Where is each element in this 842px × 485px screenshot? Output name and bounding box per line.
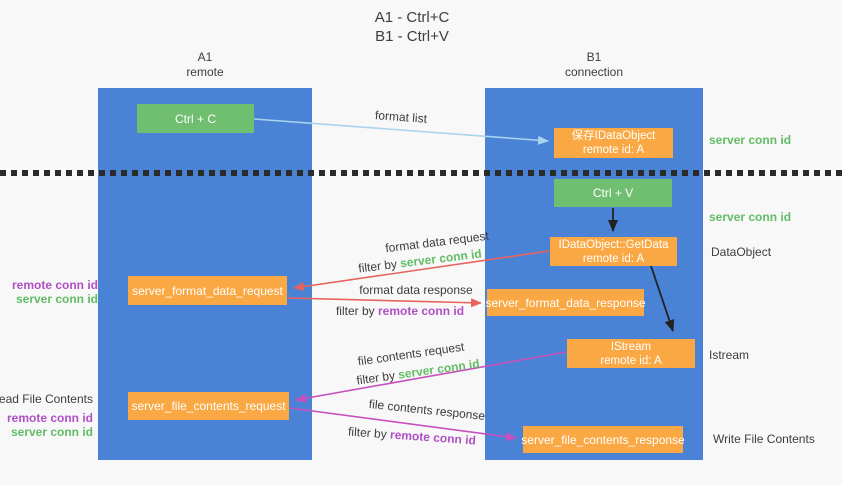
remote-conn-id-text: remote conn id (389, 427, 477, 448)
format-data-response-arrow (287, 297, 482, 308)
remote-conn-id-label: remote conn id (6, 411, 93, 425)
server-file-contents-request-label: server_file_contents_request (131, 399, 286, 413)
title-line-2: B1 - Ctrl+V (375, 28, 449, 45)
server-conn-id-label: server conn id (10, 425, 93, 439)
filter-by-text: filter by (355, 368, 396, 388)
server-file-contents-request-node: server_file_contents_request (128, 392, 289, 420)
istream-line2: remote id: A (600, 354, 662, 367)
server-file-contents-response-label: server_file_contents_response (521, 432, 685, 447)
remote-conn-id-label: remote conn id (11, 278, 98, 292)
server-format-data-request-label: server_format_data_request (132, 283, 283, 298)
filter-by-text: filter by (357, 256, 398, 276)
idataobject-getdata-line2: remote id: A (582, 252, 645, 265)
dataobject-label: DataObject (711, 245, 772, 259)
server-conn-id-label: server conn id (15, 292, 98, 306)
ctrl-c-node: Ctrl + C (137, 104, 254, 133)
save-idataobject-line1: 保存IDataObject (571, 130, 656, 142)
server-conn-id-top-label: server conn id (709, 133, 792, 147)
filter-by-text: filter by (335, 304, 375, 318)
ctrl-v-label: Ctrl + V (592, 186, 634, 200)
lane-a1-title: A1 (197, 50, 213, 64)
read-file-contents-block: Read File Contents remote conn id server… (0, 392, 93, 439)
save-idataobject-line2: remote id: A (582, 144, 645, 156)
write-file-contents-label: Write File Contents (713, 432, 815, 446)
title-line-1: A1 - Ctrl+C (374, 9, 450, 26)
istream-side-label: Istream (709, 348, 750, 362)
diagram-title: A1 - Ctrl+C B1 - Ctrl+V (302, 8, 522, 46)
lane-b1-title: B1 (586, 50, 602, 64)
ctrl-v-node: Ctrl + V (554, 179, 672, 207)
format-data-response-filter-label: filter by remote conn id (336, 304, 464, 318)
format-data-response-label: format data response (359, 283, 473, 297)
server-format-data-response-label: server_format_data_response (485, 295, 646, 310)
server-format-data-response-node: server_format_data_response (485, 289, 646, 316)
server-format-data-request-node: server_format_data_request (128, 276, 287, 305)
format-request-conn-ids: remote conn id server conn id (12, 278, 98, 306)
read-file-contents-label: Read File Contents (0, 392, 93, 406)
idataobject-getdata-node: IDataObject::GetData remote id: A (550, 237, 677, 266)
server-conn-id-mid-label: server conn id (709, 210, 792, 224)
ctrl-c-label: Ctrl + C (174, 111, 216, 126)
lane-header-a1-remote: A1 remote (98, 50, 312, 80)
istream-line1: IStream (610, 340, 652, 353)
server-file-contents-response-node: server_file_contents_response (521, 426, 685, 453)
save-idataobject-node: 保存IDataObject remote id: A (554, 128, 673, 158)
remote-conn-id-text: remote conn id (378, 304, 465, 318)
format-list-label: format list (374, 108, 428, 126)
lane-b1-subtitle: connection (564, 65, 624, 79)
istream-node: IStream remote id: A (567, 339, 695, 368)
idataobject-getdata-line1: IDataObject::GetData (558, 238, 669, 251)
file-contents-response-label: file contents response (368, 396, 486, 424)
filter-by-text: filter by (347, 424, 388, 442)
file-contents-response-filter-label: filter by remote conn id (348, 425, 477, 448)
lane-header-b1-connection: B1 connection (485, 50, 703, 80)
lane-a1-subtitle: remote (186, 65, 224, 79)
